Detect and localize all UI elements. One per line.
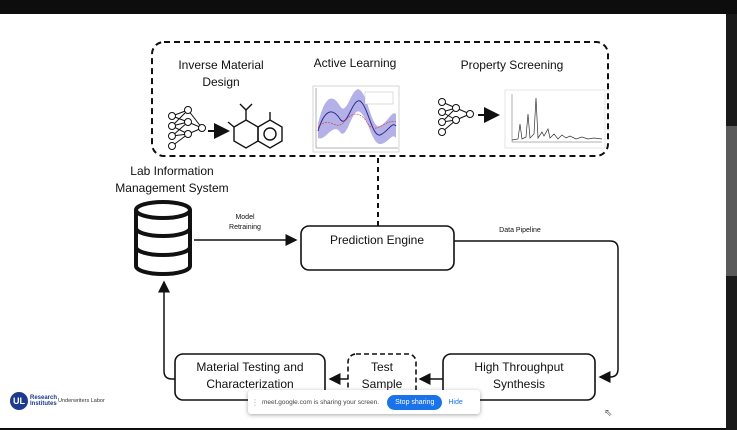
neural-network-icon	[438, 98, 474, 136]
mtc-label-2: Characterization	[206, 377, 293, 391]
mtc-label-1: Material Testing and	[196, 360, 303, 374]
logo-text: Research Institutes	[30, 395, 57, 407]
model-retraining-label-1: Model	[235, 214, 255, 221]
model-retraining-label-2: Retraining	[229, 224, 261, 231]
presentation-slide: Inverse Material Design Active Learning …	[0, 14, 726, 428]
feedback-arrow	[158, 280, 175, 380]
active-learning-label: Active Learning	[314, 56, 397, 70]
property-screening-label: Property Screening	[461, 58, 564, 72]
prediction-engine-box	[300, 225, 455, 271]
lims-label-2: Management System	[115, 181, 228, 195]
top-dashed-panel	[151, 41, 609, 157]
stop-sharing-button[interactable]: Stop sharing	[387, 394, 443, 410]
share-message: meet.google.com is sharing your screen.	[262, 398, 380, 406]
spectrum-chart-thumbnail	[504, 89, 606, 149]
lims-label-1: Lab Information	[130, 164, 213, 178]
logo-lab-text: Underwriters Labor	[58, 398, 105, 404]
logo-word-institutes: Institutes	[30, 401, 57, 407]
drag-handle-icon[interactable]: ⋮	[251, 397, 259, 407]
prediction-engine-label: Prediction Engine	[330, 233, 424, 247]
ul-research-logo: UL Research Institutes Underwriters Labo…	[10, 392, 105, 410]
database-icon	[134, 200, 192, 276]
side-panel-tab[interactable]	[726, 126, 737, 276]
mouse-cursor-icon: ⇖	[604, 408, 613, 419]
molecule-icon	[227, 103, 283, 149]
right-edge-strip	[726, 14, 737, 430]
test-sample-label-2: Sample	[362, 377, 403, 391]
inverse-design-label-1: Inverse Material	[178, 58, 263, 72]
data-pipeline-arrow	[454, 240, 619, 383]
htp-label-2: Synthesis	[493, 377, 545, 391]
data-pipeline-label: Data Pipeline	[499, 227, 541, 234]
inverse-design-label-2: Design	[202, 75, 239, 89]
logo-word-research: Research	[30, 395, 58, 401]
test-sample-label-1: Test	[371, 360, 394, 374]
hide-button[interactable]: Hide	[448, 398, 463, 406]
active-learning-chart-thumbnail	[312, 85, 400, 153]
htp-label-1: High Throughput	[474, 360, 564, 374]
ul-badge: UL	[10, 392, 28, 410]
workflow-diagram: Inverse Material Design Active Learning …	[115, 41, 619, 401]
neural-network-icon	[168, 106, 206, 150]
htp-synthesis-box	[442, 353, 596, 401]
screen-share-bar: ⋮ meet.google.com is sharing your screen…	[248, 390, 480, 414]
